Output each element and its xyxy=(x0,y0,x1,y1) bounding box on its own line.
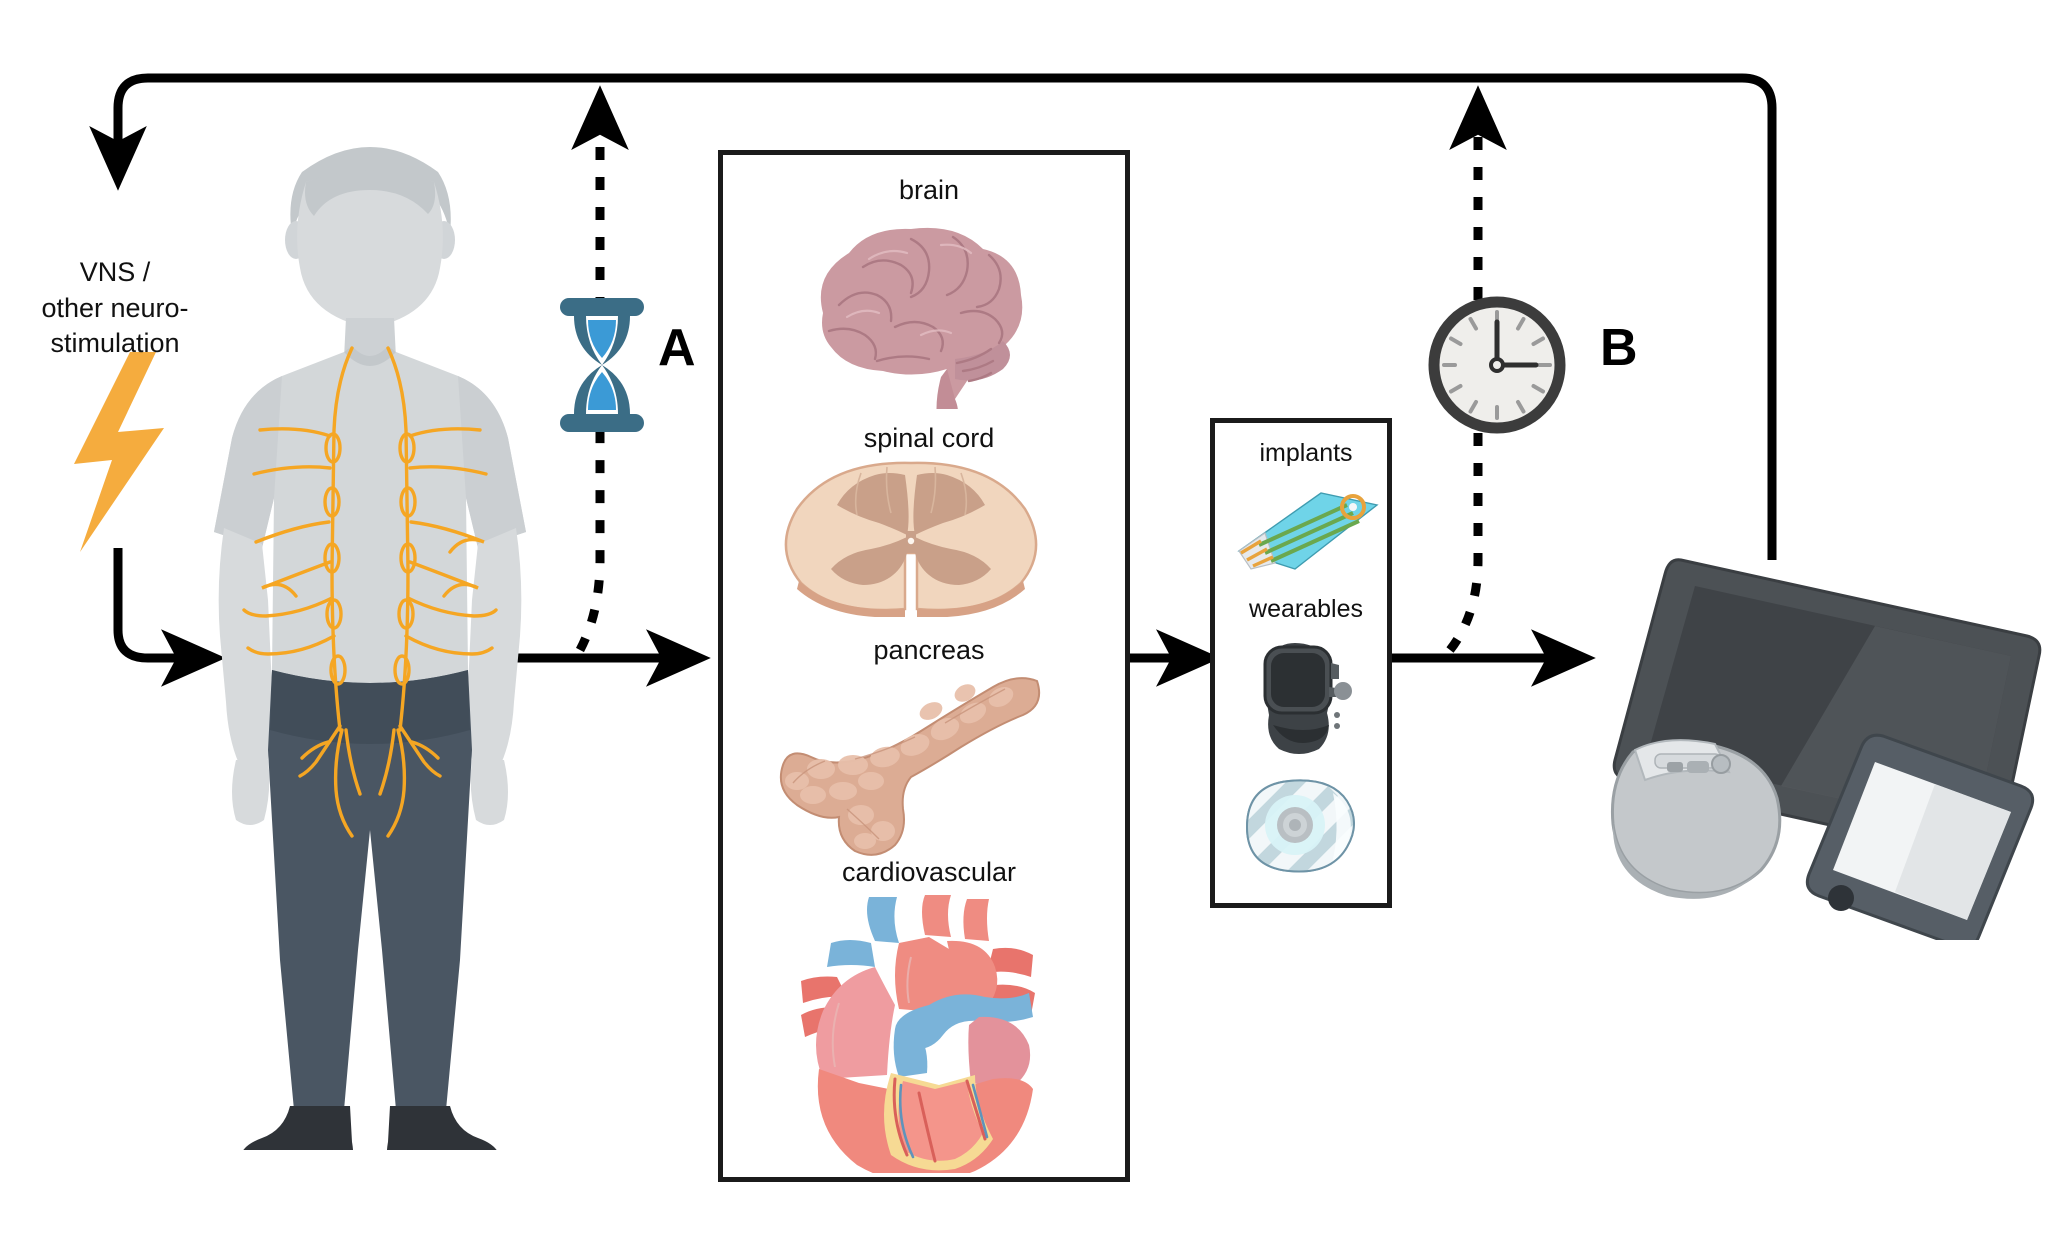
smartphone-icon xyxy=(1805,733,2035,940)
tablet-icon xyxy=(1612,558,2042,861)
device-label-implants: implants xyxy=(1259,439,1353,467)
marker-b-letter: B xyxy=(1600,319,1638,377)
clock-icon xyxy=(1428,296,1566,434)
organ-label-brain: brain xyxy=(898,175,960,205)
device-label-wearables: wearables xyxy=(1249,595,1363,623)
sensing-devices-panel: implants wearables xyxy=(1210,418,1392,908)
latency-a-dotted xyxy=(571,85,629,653)
electrode-array-icon xyxy=(1237,492,1379,570)
pancreas-icon xyxy=(779,677,1041,856)
hourglass-icon xyxy=(560,298,644,432)
organ-targets-panel: brain xyxy=(718,150,1130,1182)
lightning-bolt-icon xyxy=(74,352,164,552)
stimulation-label: VNS / other neuro- stimulation xyxy=(41,257,189,359)
brain-icon xyxy=(820,227,1023,409)
spinal-cord-icon xyxy=(784,461,1038,617)
readout-devices xyxy=(1610,558,2042,940)
smartwatch-icon xyxy=(1263,643,1352,754)
latency-b-dotted xyxy=(1446,85,1507,653)
implantable-pulse-generator-icon xyxy=(1610,739,1782,899)
organ-label-pancreas: pancreas xyxy=(873,635,985,665)
marker-a-letter: A xyxy=(658,319,696,377)
organ-label-spinal-cord: spinal cord xyxy=(863,423,995,453)
heart-icon xyxy=(801,895,1035,1173)
human-figure xyxy=(214,147,526,1150)
stimulation-to-patient xyxy=(113,548,226,687)
skin-patch-sensor-icon xyxy=(1245,779,1355,873)
organ-label-cardiovascular: cardiovascular xyxy=(841,857,1017,887)
